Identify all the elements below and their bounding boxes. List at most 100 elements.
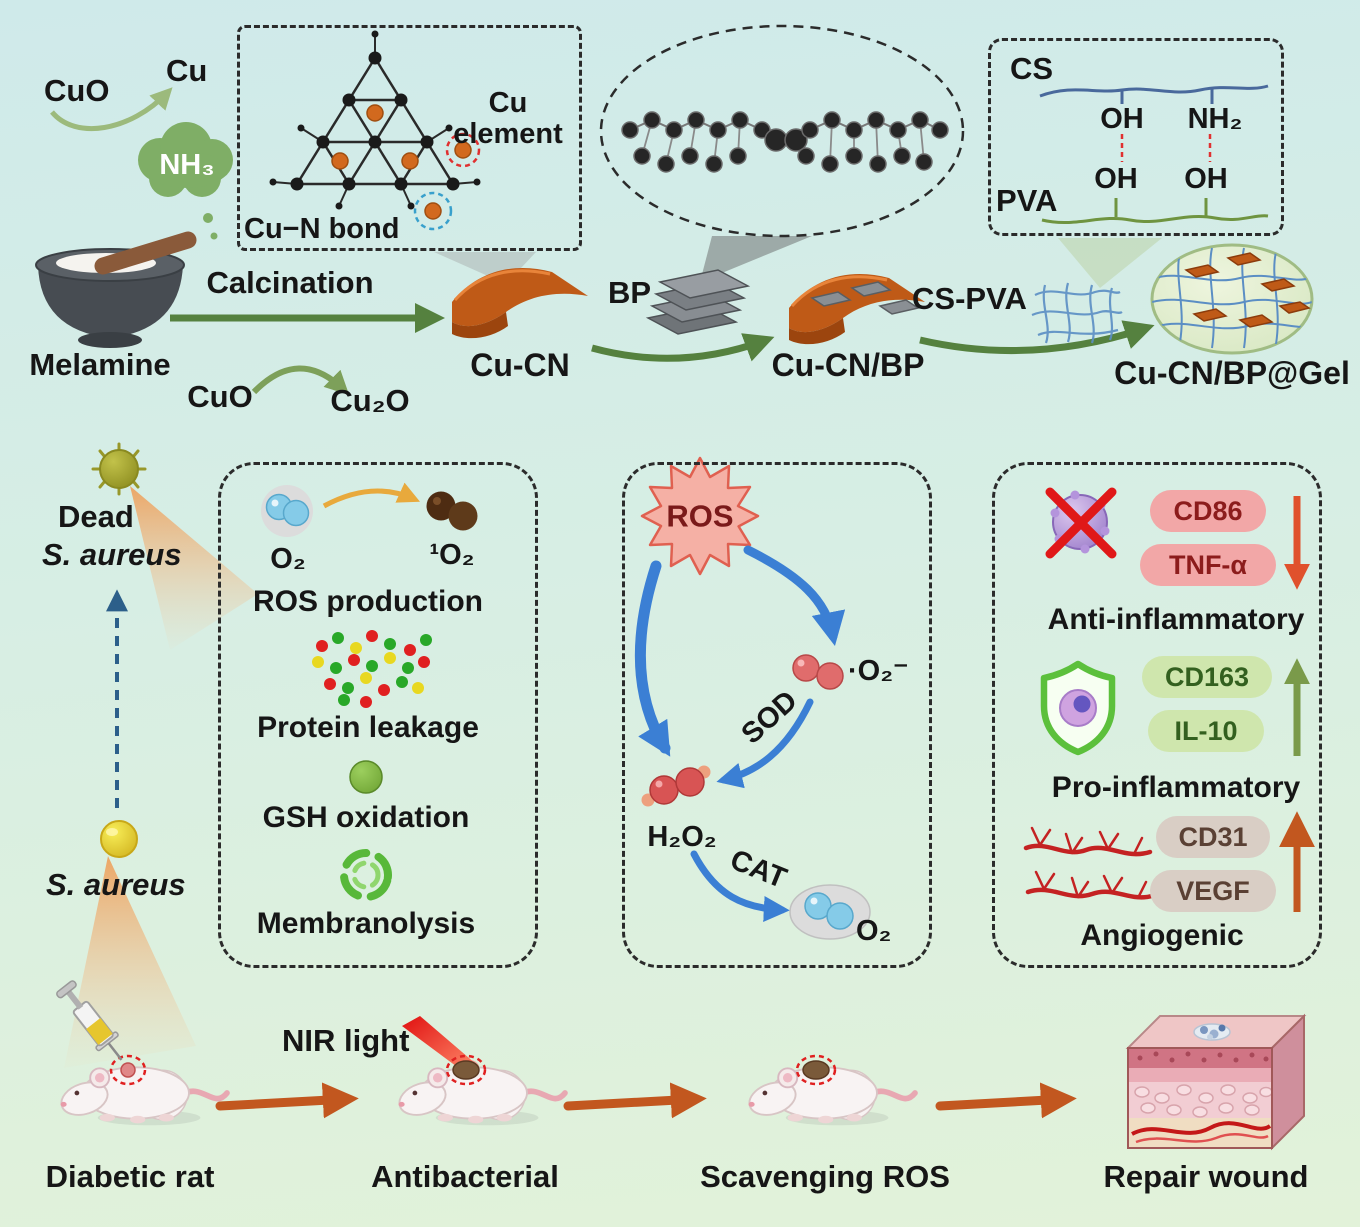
nh3-label: NH₃: [159, 149, 215, 181]
arrow-cucn-to-cucnbp: [591, 333, 775, 362]
ros-starburst-icon: [640, 456, 760, 576]
gel-label: Cu-CN/BP@Gel: [1114, 355, 1350, 391]
il10-label: IL-10: [1174, 715, 1238, 746]
cucn-lattice: [269, 30, 481, 231]
funnel-cspva: [1058, 238, 1162, 288]
antibacterial-rat-icon: [395, 1054, 565, 1125]
singlet-o2-icon: [426, 491, 478, 531]
cd163-badge: CD163: [1142, 656, 1272, 698]
gsh-oxidation-label: GSH oxidation: [262, 801, 470, 834]
diabetic-rat-icon: [52, 977, 227, 1126]
cs-pva-chemistry: [1039, 84, 1269, 224]
skin-cross-section-icon: [1125, 1013, 1307, 1151]
ros-label: ROS: [666, 498, 734, 534]
ros-pathway-arrows: [634, 545, 846, 923]
protein-leakage-dots: [312, 630, 432, 708]
cu-n-bond-highlight-circle: [413, 191, 453, 231]
o2-to-singlet-arrow: [322, 482, 421, 509]
superoxide-icon: [792, 654, 844, 690]
cspva-label: CS-PVA: [912, 281, 1027, 316]
cd31-badge: CD31: [1156, 816, 1270, 858]
blood-vessels-icon: [1023, 826, 1155, 900]
vegf-label: VEGF: [1176, 875, 1250, 906]
oh-bottom-left-label: OH: [1094, 163, 1138, 195]
pva-label: PVA: [996, 183, 1058, 218]
diabetic-rat-label: Diabetic rat: [45, 1159, 215, 1194]
antibacterial-panel-box: [218, 462, 538, 968]
cucnbp-label: Cu-CN/BP: [771, 347, 925, 383]
singlet-o2-label: ¹O₂: [429, 539, 475, 571]
cu2o-label: Cu₂O: [330, 383, 410, 418]
cuo-to-cu-arrow: [50, 87, 173, 132]
shield-macrophage-icon: [1040, 660, 1116, 756]
o2-output-icon: [789, 884, 871, 940]
timeline-arrows: [215, 1082, 1077, 1119]
blocked-macrophage-icon: [1045, 487, 1117, 559]
cu-n-bond-label: Cu−N bond: [244, 213, 400, 245]
dead-label: Dead: [58, 499, 134, 534]
red-x-icon: [1045, 487, 1117, 559]
o2-molecule-icon: [261, 485, 313, 537]
funnel-bp: [700, 236, 812, 282]
immune-panel-box: [992, 462, 1322, 968]
cu-element-label: Cu element: [453, 87, 563, 151]
membranolysis-label: Membranolysis: [256, 907, 476, 940]
o2-output-label: O₂: [856, 915, 892, 947]
tnf-label: TNF-α: [1168, 549, 1248, 580]
wound-scab-icon: [1193, 1023, 1231, 1041]
copper-atoms: [331, 104, 472, 220]
membranolysis-icon: [340, 849, 392, 901]
cucn-structure-box: [237, 25, 582, 251]
protein-leakage-label: Protein leakage: [257, 711, 479, 744]
anti-inflammatory-label: Anti-inflammatory: [1047, 603, 1305, 636]
cd86-badge: CD86: [1150, 490, 1266, 532]
superoxide-label: ·O₂⁻: [848, 655, 909, 687]
s-aureus-icon: [100, 820, 138, 858]
cu-element-highlight-circle: [445, 132, 481, 168]
nir-light-label: NIR light: [282, 1023, 410, 1058]
cucn-label: Cu-CN: [470, 347, 570, 383]
calcination-label: Calcination: [206, 265, 374, 300]
ros-panel-box: [622, 462, 932, 968]
vegf-badge: VEGF: [1150, 870, 1276, 912]
cd31-label: CD31: [1178, 821, 1248, 852]
angiogenic-label: Angiogenic: [1080, 919, 1244, 952]
cu-label: Cu: [166, 53, 208, 88]
bp-structure: [599, 24, 965, 238]
cuo-bottom-label: CuO: [187, 379, 253, 414]
bp-stack-icon: [645, 269, 751, 335]
dead-s-aureus-label: S. aureus: [42, 537, 182, 572]
melamine-label: Melamine: [29, 347, 171, 382]
scavenging-ros-label: Scavenging ROS: [700, 1159, 950, 1194]
cd86-label: CD86: [1173, 495, 1243, 526]
nh3-cloud-icon: [138, 122, 233, 240]
o2-label: O₂: [270, 543, 306, 575]
dead-s-aureus-icon: [91, 442, 147, 496]
h2o2-label: H₂O₂: [647, 821, 717, 853]
cucnbp-sheet-icon: [787, 272, 927, 346]
cs-pva-structure-box: [988, 38, 1284, 236]
cucn-sheet-icon: [450, 266, 590, 340]
oh-top-label: OH: [1100, 103, 1144, 135]
cs-label: CS: [1010, 51, 1054, 86]
pro-inflammatory-label: Pro-inflammatory: [1051, 771, 1301, 804]
mortar-pestle-icon: [35, 231, 197, 348]
s-aureus-label: S. aureus: [46, 867, 186, 902]
arrow-cucnbp-to-gel: [919, 320, 1155, 354]
repair-wound-label: Repair wound: [1103, 1159, 1309, 1194]
cuo-to-cu2o-arrow: [251, 365, 350, 396]
cd163-label: CD163: [1164, 661, 1250, 692]
infection-beam-top: [130, 486, 258, 650]
scavenging-rat-icon: [745, 1054, 915, 1125]
tnf-badge: TNF-α: [1140, 544, 1276, 586]
gsh-icon: [349, 760, 383, 794]
h2o2-icon: [641, 765, 711, 807]
nh2-label: NH₂: [1187, 103, 1243, 135]
gel-disc-icon: [1150, 243, 1314, 355]
bp-label: BP: [608, 275, 652, 310]
il10-badge: IL-10: [1148, 710, 1264, 752]
oh-bottom-right-label: OH: [1184, 163, 1228, 195]
cuo-top-label: CuO: [44, 73, 110, 108]
cspva-network-icon: [1031, 282, 1123, 344]
